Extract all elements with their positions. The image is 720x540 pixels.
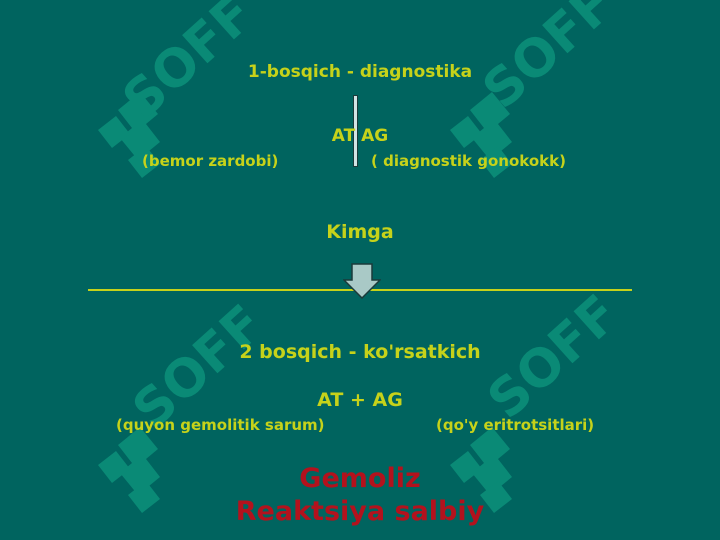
watermark-logo — [98, 427, 160, 513]
result-line-2: Reaktsiya salbiy — [235, 496, 485, 527]
middle-label: Kimga — [326, 221, 394, 243]
stage1-title: 1-bosqich - diagnostika — [247, 62, 473, 82]
stage2-left-label: (quyon gemolitik sarum) — [116, 416, 325, 434]
result-line-1: Gemoliz — [299, 463, 421, 494]
down-arrow-icon — [343, 263, 381, 299]
stage1-left-label: (bemor zardobi) — [142, 152, 279, 170]
watermark-text: SOFF — [112, 0, 266, 131]
stage2-right-label: (qo'y eritrotsitlari) — [436, 416, 595, 434]
stage2-title: 2 bosqich - ko'rsatkich — [239, 341, 481, 363]
stage1-reaction: AT AG — [331, 126, 389, 146]
stage2-reaction: AT + AG — [317, 389, 403, 411]
watermark-text: SOFF — [477, 284, 631, 431]
stage1-right-label: ( diagnostik gonokokk) — [371, 152, 566, 170]
divider-bar — [353, 95, 358, 167]
watermark-text: SOFF — [472, 0, 626, 121]
